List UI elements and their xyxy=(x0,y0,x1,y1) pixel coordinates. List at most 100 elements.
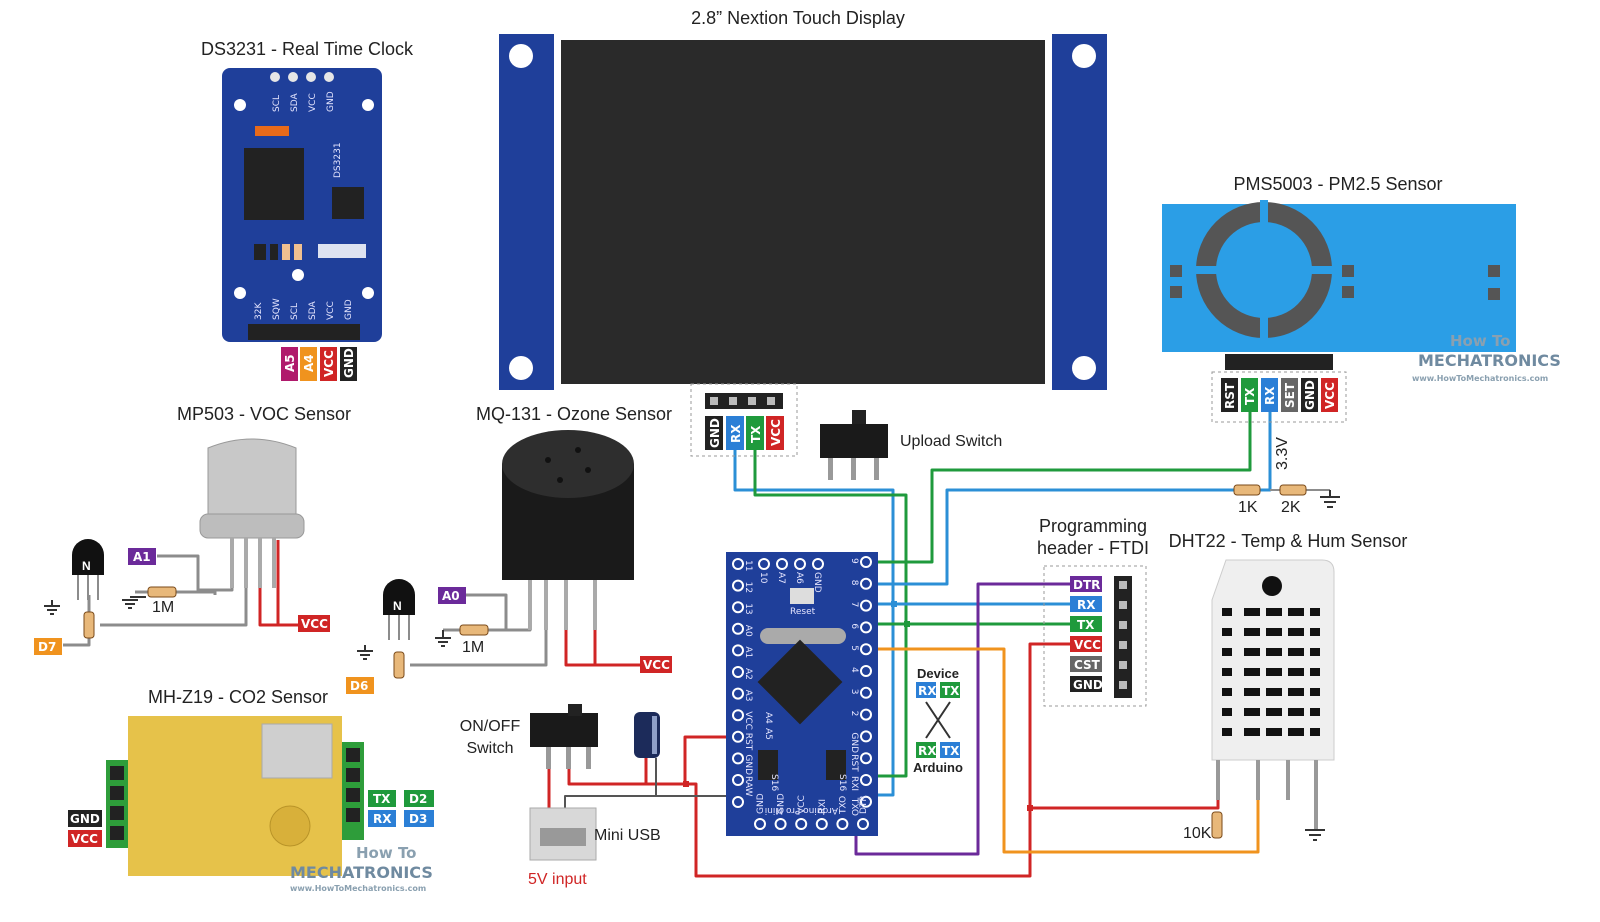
pms-header-box xyxy=(1211,371,1347,423)
dht22-vent-slot xyxy=(1288,628,1304,636)
rtc-top-pin-vcc: VCC xyxy=(308,93,318,112)
resistor-2k xyxy=(1279,484,1307,496)
rtc-bottom-pin-gnd: GND xyxy=(344,299,354,320)
dht22-vent-slot xyxy=(1244,688,1260,696)
pin-hole xyxy=(857,818,869,830)
ftdi-title-2: header - FTDI xyxy=(1037,538,1149,558)
rx-tx-crossover: Device RX TX RX TX Arduino xyxy=(913,666,963,775)
pms-33v-label: 3.3V xyxy=(1274,437,1291,470)
pin-hole xyxy=(758,558,770,570)
dht22-vent-slot xyxy=(1222,728,1232,736)
pro-mini-right-label: 7 xyxy=(849,602,859,608)
ftdi-title-1: Programming xyxy=(1039,516,1147,536)
wire-vcc-main xyxy=(685,642,1072,878)
mini-usb-label: Mini USB xyxy=(594,827,661,844)
pro-mini-left-label: A0 xyxy=(743,625,753,637)
dht22-vent-slot xyxy=(1310,688,1320,696)
watermark-top-line1: How To xyxy=(1450,332,1510,350)
pin-hole xyxy=(732,752,744,765)
mp503-transistor xyxy=(72,539,104,575)
dht22-vent-slot xyxy=(1244,728,1260,736)
rtc-tag-a5: A5 xyxy=(283,354,297,372)
nextion-header-box xyxy=(690,383,798,457)
wire-mp503-a1 xyxy=(157,540,234,592)
watermark-bottom-line1: How To xyxy=(356,844,416,862)
mp503-base-resistor xyxy=(83,611,95,639)
mcu-chip xyxy=(757,639,843,725)
wire-dht-data xyxy=(868,647,1260,854)
pin-hole xyxy=(836,818,849,830)
pin-hole xyxy=(732,579,744,592)
wire-ftdi-dtr xyxy=(854,582,1072,856)
onoff-switch xyxy=(530,713,598,747)
pin-hole xyxy=(732,666,744,678)
dht22-vent-slot xyxy=(1310,628,1320,636)
upload-switch-label: Upload Switch xyxy=(900,433,1002,450)
dht22-vent-slot xyxy=(1288,648,1304,656)
dht22-vent-slot xyxy=(1266,728,1282,736)
pin-hole xyxy=(860,643,872,656)
ftdi-tag-tx: TX xyxy=(1077,618,1095,632)
resistor-1k xyxy=(1233,484,1261,496)
pin-hole xyxy=(732,796,744,808)
pin-hole xyxy=(860,774,872,786)
mq131-transistor-label: N xyxy=(393,599,402,613)
pms-tag-tx: TX xyxy=(1243,387,1257,405)
mq131-transistor xyxy=(383,579,415,615)
nextion-connector-pins xyxy=(710,397,775,405)
pin-hole xyxy=(732,709,744,722)
dht22-vent-slot xyxy=(1266,648,1282,656)
mp503-transistor-label: N xyxy=(82,559,91,573)
mp503-sensor: MP503 - VOC Sensor N 1M A1 D7 VCC xyxy=(34,404,351,655)
rtc-pin-tags: A5 A4 VCC GND xyxy=(281,347,357,381)
pro-mini-right-label: RST xyxy=(849,754,859,772)
dht22-vent-slot xyxy=(1266,668,1282,676)
pro-mini-right-label: RXI xyxy=(849,776,859,791)
pin-hole xyxy=(860,686,872,699)
dht22-vent-slot xyxy=(1266,688,1282,696)
dht22-vent-slot xyxy=(1244,668,1260,676)
pro-mini-top-label: A7 xyxy=(776,572,786,584)
pin-hole xyxy=(732,558,744,570)
dht22-vent-slot xyxy=(1310,648,1320,656)
dht22-vent-slot xyxy=(1244,608,1260,616)
pin-hole xyxy=(860,795,872,808)
pro-mini-name: Arduino Pro Mini xyxy=(765,805,838,815)
dht22-vent-slot xyxy=(1310,668,1320,676)
pro-mini-left-label: GND xyxy=(743,754,753,775)
reg-label-1: S16 xyxy=(769,774,779,791)
wire-vcc-dht xyxy=(1030,768,1220,810)
pms-tag-gnd: GND xyxy=(1303,380,1317,410)
wire-mq131-vcc xyxy=(564,580,597,667)
dht22-vent-slot xyxy=(1244,648,1260,656)
ftdi-tag-gnd: GND xyxy=(1073,678,1103,692)
nextion-screen xyxy=(561,40,1045,384)
resistor-1k-label: 1K xyxy=(1238,499,1258,516)
rtc-bottom-pin-32k: 32K xyxy=(254,302,264,320)
dht22-vent-slot xyxy=(1244,628,1260,636)
mhz19-tag-rx: RX xyxy=(373,812,392,826)
dht22-vent-slot xyxy=(1266,708,1282,716)
pro-mini-right-label: 9 xyxy=(849,558,859,564)
xover-arduino-label: Arduino xyxy=(913,760,963,775)
pro-mini-right-label: TXO xyxy=(849,797,859,816)
pro-mini-right-label: 3 xyxy=(849,689,859,695)
pro-mini-right-label: GND xyxy=(849,732,859,753)
resistor-2k-label: 2K xyxy=(1281,499,1301,516)
pro-mini-bottom-label: GND xyxy=(777,793,787,814)
pms-title: PMS5003 - PM2.5 Sensor xyxy=(1233,174,1442,194)
mq131-sensor: MQ-131 - Ozone Sensor N 1M A0 D6 VCC xyxy=(346,404,672,694)
pin-hole xyxy=(860,556,872,568)
pin-hole xyxy=(794,558,806,570)
pms5003-sensor: PMS5003 - PM2.5 Sensor RST TX RX SET GND… xyxy=(1162,174,1516,516)
mhz19-sensor: MH-Z19 - CO2 Sensor GND VCC TX D2 RX D3 xyxy=(68,687,434,876)
mhz19-tag-d2: D2 xyxy=(409,792,427,806)
pin-hole xyxy=(860,599,872,612)
pro-mini-right-label: 8 xyxy=(849,580,859,586)
pin-hole xyxy=(732,644,744,657)
rtc-module: DS3231 - Real Time Clock SCL SDA VCC GND… xyxy=(201,39,414,381)
nextion-hole xyxy=(509,44,533,68)
pin-hole xyxy=(812,558,824,570)
